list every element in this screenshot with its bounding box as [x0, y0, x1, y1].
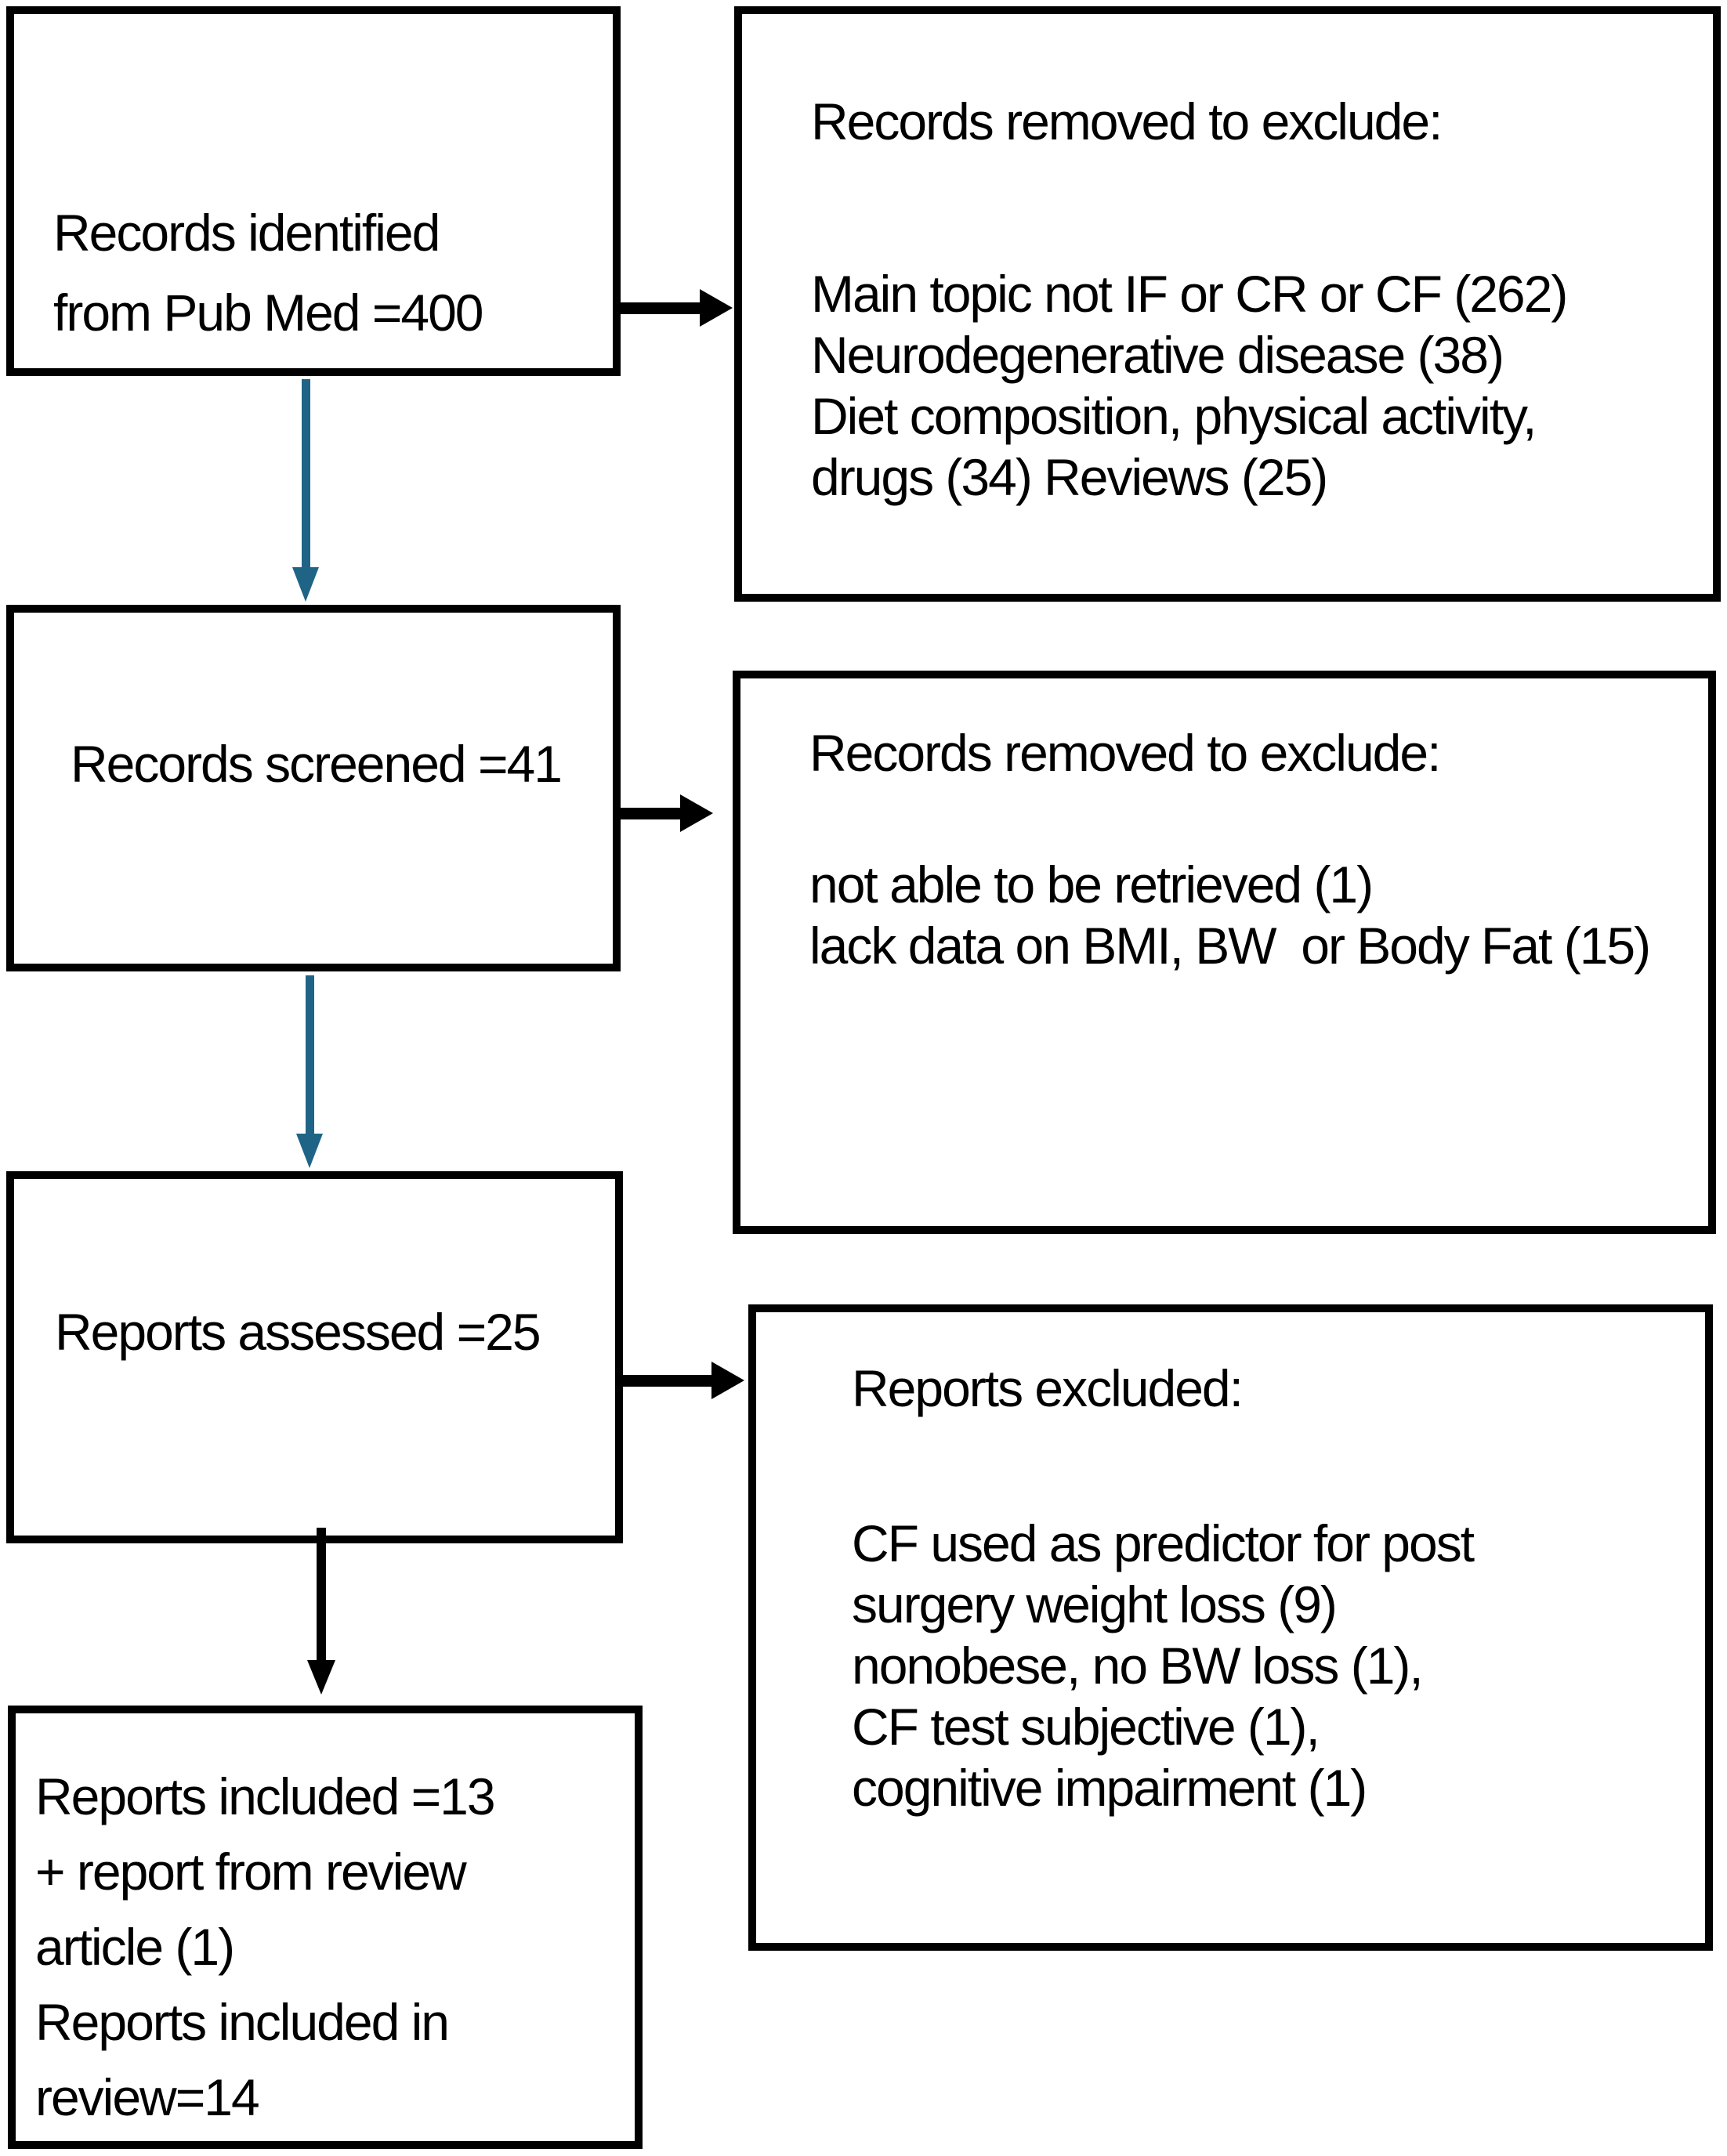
- box-records-removed-screening: Records removed to exclude: Main topic n…: [734, 6, 1721, 602]
- box-reports-assessed: Reports assessed =25: [6, 1171, 623, 1543]
- records-removed-screening-items: Main topic not IF or CR or CF (262) Neur…: [811, 263, 1697, 508]
- records-screened-line: Records screened =41: [71, 735, 563, 793]
- reports-included-line-3: article (1): [35, 1918, 235, 1976]
- exclusion-item: Diet composition, physical activity,: [811, 387, 1537, 445]
- exclusion-item: CF test subjective (1),: [852, 1698, 1320, 1756]
- records-removed-retrieval-title: Records removed to exclude:: [809, 724, 1441, 782]
- exclusion-item: nonobese, no BW loss (1),: [852, 1637, 1424, 1695]
- exclusion-item: surgery weight loss (9): [852, 1575, 1338, 1633]
- reports-included-line-5: review=14: [35, 2068, 260, 2126]
- reports-included-line-1: Reports included =13: [35, 1767, 496, 1825]
- exclusion-item: CF used as predictor for post: [852, 1514, 1475, 1572]
- exclusion-item: cognitive impairment (1): [852, 1759, 1367, 1817]
- reports-assessed-line: Reports assessed =25: [55, 1303, 541, 1361]
- box-reports-excluded: Reports excluded: CF used as predictor f…: [748, 1304, 1713, 1951]
- reports-included-line-2: + report from review: [35, 1843, 467, 1901]
- exclusion-item: Neurodegenerative disease (38): [811, 326, 1504, 384]
- exclusion-item: lack data on BMI, BW or Body Fat (15): [809, 917, 1651, 975]
- records-identified-line-1: Records identified: [53, 204, 440, 262]
- reports-included-line-4: Reports included in: [35, 1993, 450, 2051]
- box-records-removed-retrieval: Records removed to exclude: not able to …: [733, 671, 1716, 1234]
- exclusion-item: Main topic not IF or CR or CF (262): [811, 265, 1568, 323]
- records-identified-line-2: from Pub Med =400: [53, 284, 484, 342]
- box-reports-included: Reports included =13 + report from revie…: [8, 1706, 643, 2149]
- records-removed-screening-title: Records removed to exclude:: [811, 92, 1443, 150]
- records-removed-retrieval-items: not able to be retrieved (1) lack data o…: [809, 854, 1693, 976]
- exclusion-item: not able to be retrieved (1): [809, 856, 1374, 913]
- box-records-screened: Records screened =41: [6, 605, 621, 971]
- reports-excluded-items: CF used as predictor for post surgery we…: [852, 1513, 1689, 1818]
- exclusion-item: drugs (34) Reviews (25): [811, 448, 1328, 506]
- reports-excluded-title: Reports excluded:: [852, 1359, 1244, 1417]
- box-records-identified: Records identified from Pub Med =400: [6, 6, 621, 376]
